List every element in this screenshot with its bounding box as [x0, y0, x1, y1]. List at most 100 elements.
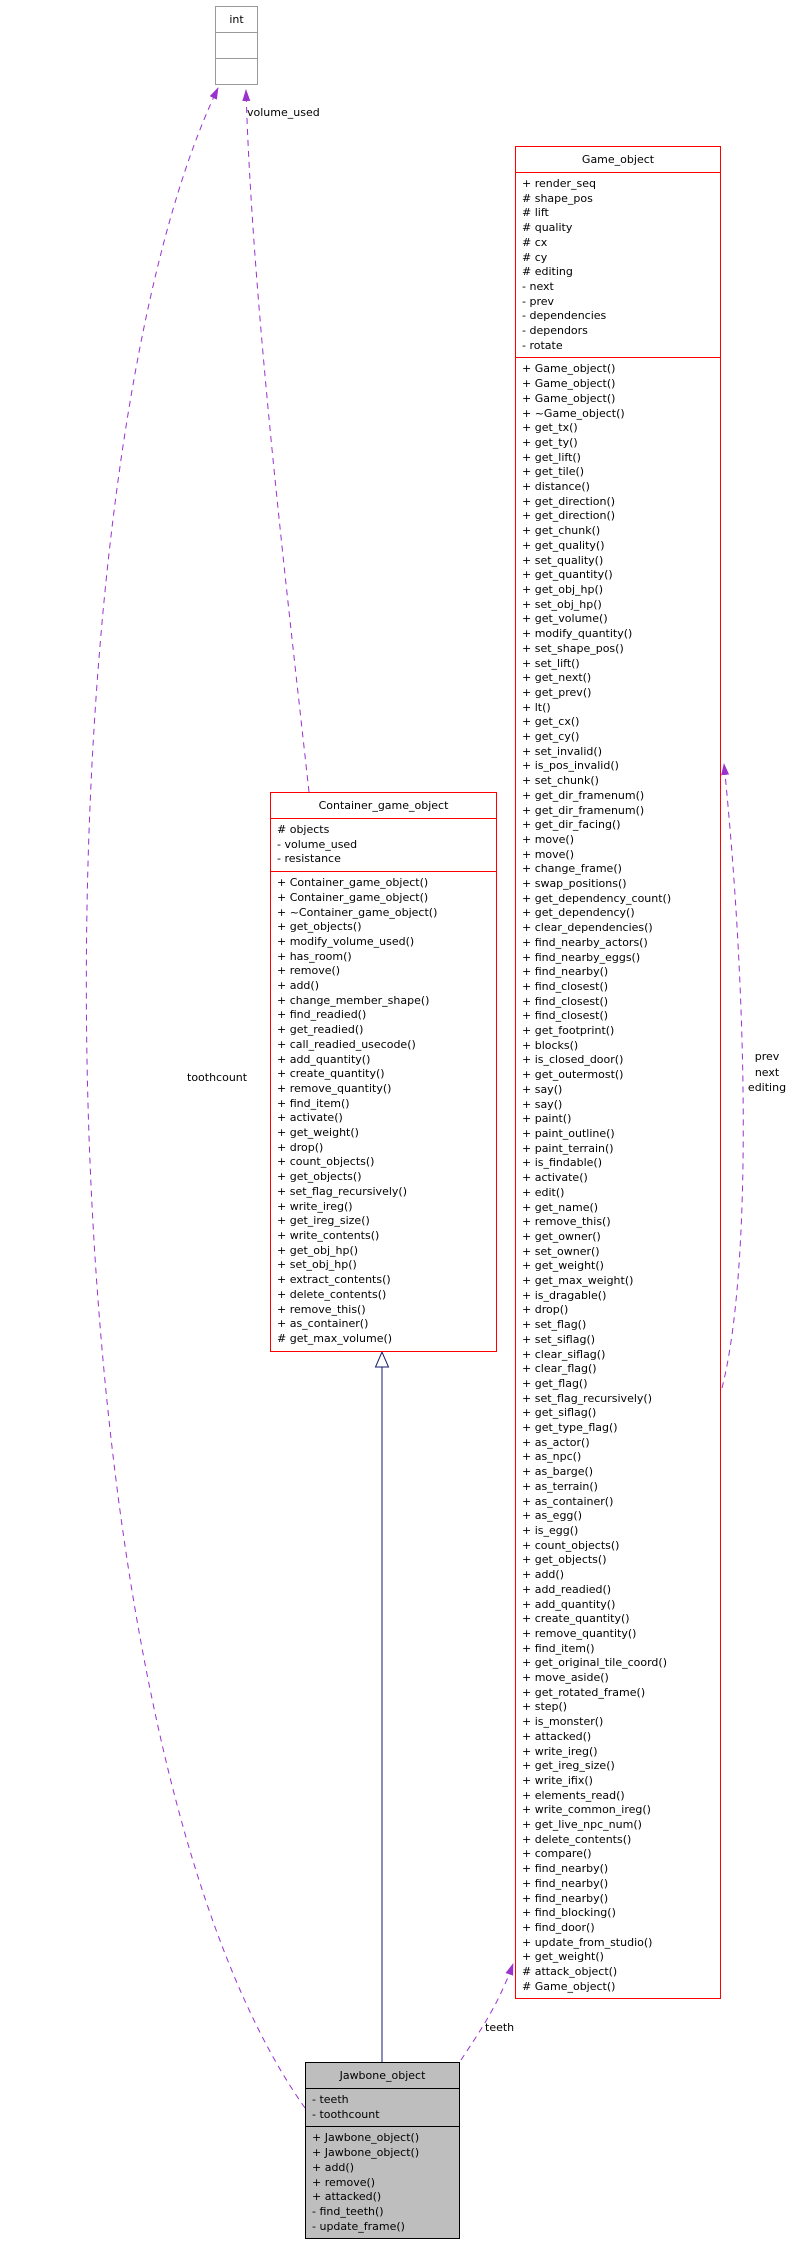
edge-label-prev: prev [754, 1050, 780, 1063]
member-label: + write_ireg() [522, 1744, 598, 1758]
member-label: + get_dir_framenum() [522, 803, 645, 817]
member-label: + get_flag() [522, 1376, 588, 1390]
member-label: + get_max_weight() [522, 1274, 634, 1288]
member-label: # editing [522, 265, 573, 279]
member-label: + clear_flag() [522, 1362, 597, 1376]
member-label: + as_actor() [522, 1435, 590, 1449]
member-label: + create_quantity() [277, 1067, 385, 1081]
member-label: + add_readied() [522, 1582, 612, 1596]
member-label: + is_closed_door() [522, 1053, 624, 1067]
member-label: + get_obj_hp() [522, 582, 604, 596]
member-label: + Game_object() [522, 362, 616, 376]
member-label: # Game_object() [522, 1979, 616, 1993]
member-label: + find_door() [522, 1920, 595, 1934]
member-label: + get_prev() [522, 685, 592, 699]
member-label: + get_cy() [522, 730, 580, 744]
member-label: + write_ifix() [522, 1773, 593, 1787]
member-label: - resistance [277, 852, 341, 866]
member-label: + update_from_studio() [522, 1935, 653, 1949]
class-title-container-game-object: Container_game_object [271, 793, 496, 819]
member-label: + set_flag() [522, 1318, 587, 1332]
member-label: + set_owner() [522, 1244, 600, 1258]
member-label: + step() [522, 1700, 568, 1714]
member-label: + get_direction() [522, 494, 616, 508]
member-label: + get_objects() [277, 1170, 362, 1184]
member-label: + get_ty() [522, 435, 578, 449]
member-label: + get_chunk() [522, 524, 601, 538]
member-label: + set_flag_recursively() [522, 1391, 652, 1405]
edge-label-toothcount: toothcount [187, 1071, 248, 1084]
member-label: + remove_quantity() [277, 1081, 392, 1095]
container-attributes-section: # objects- volume_used- resistance [271, 819, 496, 873]
member-label: + as_egg() [522, 1509, 583, 1523]
edge-volume-used [242, 89, 310, 793]
member-label: + get_ireg_size() [522, 1759, 615, 1773]
class-title-int: int [216, 7, 257, 33]
class-box-game-object[interactable]: Game_object + render_seq# shape_pos# lif… [515, 146, 721, 2000]
member-label: + ~Container_game_object() [277, 905, 438, 919]
member-label: # shape_pos [522, 191, 593, 205]
member-label: + as_container() [277, 1317, 369, 1331]
member-label: + is_findable() [522, 1156, 603, 1170]
class-box-int: int [215, 6, 258, 85]
member-label: # quality [522, 221, 573, 235]
member-label: - dependencies [522, 309, 607, 323]
member-label: + Jawbone_object() [312, 2146, 420, 2160]
member-label: + get_footprint() [522, 1024, 615, 1038]
member-label: + delete_contents() [277, 1287, 387, 1301]
member-label: + get_dependency_count() [522, 891, 672, 905]
member-label: + add() [312, 2160, 355, 2174]
member-label: + set_chunk() [522, 774, 599, 788]
member-label: + clear_siflag() [522, 1347, 606, 1361]
member-label: + get_readied() [277, 1023, 364, 1037]
member-label: + get_original_tile_coord() [522, 1656, 667, 1670]
int-methods-section [216, 59, 257, 84]
edge-self-loop [721, 763, 744, 1389]
member-label: + is_pos_invalid() [522, 759, 619, 773]
jawbone-attributes-section: - teeth- toothcount [306, 2089, 459, 2128]
member-label: + find_closest() [522, 979, 609, 993]
edge-label-teeth: teeth [485, 2021, 515, 2034]
edge-label-editing: editing [747, 1081, 787, 1095]
member-label: + edit() [522, 1185, 565, 1199]
member-label: + is_dragable() [522, 1288, 607, 1302]
member-label: + find_nearby() [522, 965, 609, 979]
member-label: + attacked() [312, 2190, 382, 2204]
member-label: + get_weight() [277, 1126, 359, 1140]
member-label: + set_obj_hp() [522, 597, 602, 611]
class-box-jawbone-object: Jawbone_object - teeth- toothcount + Jaw… [305, 2062, 460, 2240]
member-label: + as_terrain() [522, 1479, 598, 1493]
member-label: + get_name() [522, 1200, 599, 1214]
member-label: + activate() [522, 1171, 588, 1185]
member-label: + change_frame() [522, 862, 622, 876]
member-label: + is_monster() [522, 1715, 604, 1729]
class-box-container-game-object[interactable]: Container_game_object # objects- volume_… [270, 792, 497, 1352]
member-label: + elements_read() [522, 1788, 625, 1802]
member-label: + distance() [522, 480, 590, 494]
member-label: + write_contents() [277, 1228, 380, 1242]
member-label: + count_objects() [522, 1538, 620, 1552]
edge-label-self-loop: prev next editing [743, 1049, 791, 1096]
member-label: + get_owner() [522, 1229, 601, 1243]
jawbone-methods-section: + Jawbone_object()+ Jawbone_object()+ ad… [306, 2127, 459, 2238]
member-label: + add_quantity() [522, 1597, 616, 1611]
member-label: - volume_used [277, 837, 358, 851]
member-label: + get_obj_hp() [277, 1243, 359, 1257]
member-label: + Game_object() [522, 391, 616, 405]
edge-label-next: next [754, 1065, 780, 1079]
member-label: + get_direction() [522, 509, 616, 523]
member-label: + set_flag_recursively() [277, 1184, 407, 1198]
container-methods-section: + Container_game_object()+ Container_gam… [271, 872, 496, 1351]
class-title-jawbone-object: Jawbone_object [306, 2063, 459, 2089]
member-label: + get_ireg_size() [277, 1214, 370, 1228]
member-label: + get_objects() [522, 1553, 607, 1567]
member-label: + attacked() [522, 1729, 592, 1743]
member-label: + Container_game_object() [277, 876, 429, 890]
member-label: + find_item() [522, 1641, 595, 1655]
member-label: + set_obj_hp() [277, 1258, 357, 1272]
int-attributes-section [216, 33, 257, 59]
member-label: # attack_object() [522, 1965, 618, 1979]
member-label: + as_npc() [522, 1450, 582, 1464]
member-label: + set_invalid() [522, 744, 602, 758]
